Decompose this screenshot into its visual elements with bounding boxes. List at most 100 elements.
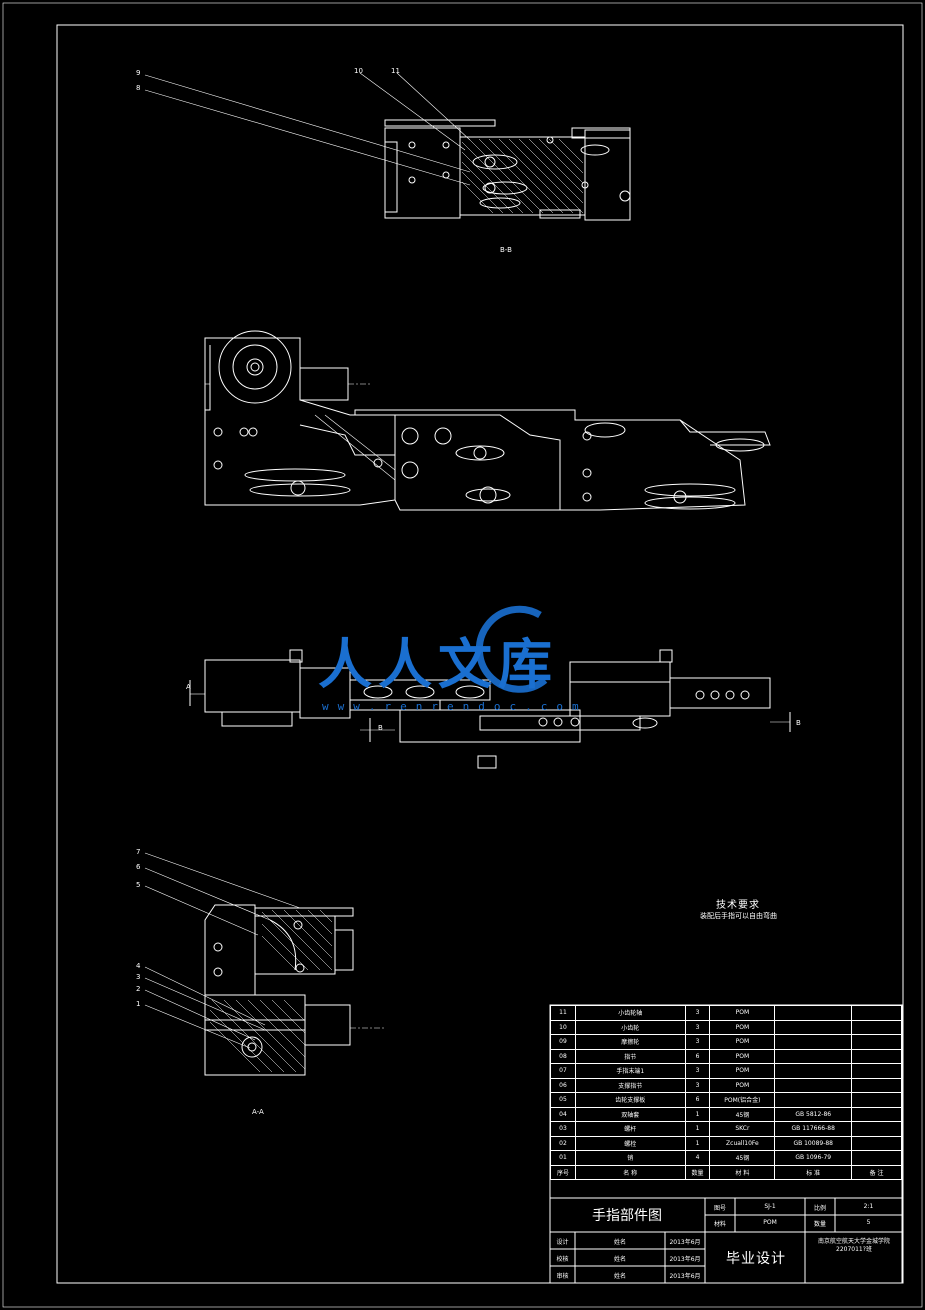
bom-header-qty: 数量 (684, 1164, 711, 1180)
bom-cell-qty: 1 (684, 1121, 711, 1137)
name-review: 姓名 (613, 1273, 626, 1280)
balloon-5: 5 (136, 881, 141, 889)
bom-cell-material: POM (709, 1034, 776, 1050)
bom-cell-note (851, 1048, 902, 1064)
bom-cell-standard (774, 1048, 853, 1064)
school-block: 南京航空航天大学金城学院 2207011?班 (806, 1238, 902, 1254)
name-design: 姓名 (613, 1239, 626, 1246)
tech-requirements-title: 技术要求 (716, 900, 760, 911)
bom-cell-no: 03 (550, 1121, 576, 1137)
bom-cell-name: 支撑指节 (574, 1077, 686, 1093)
balloon-4: 4 (136, 962, 141, 970)
bom-cell-material: POM (709, 1063, 776, 1079)
bom-cell-note (851, 1034, 902, 1050)
bom-cell-name: 指节 (574, 1048, 686, 1064)
balloon-3: 3 (136, 973, 141, 981)
date-design: 2013年6月 (669, 1239, 701, 1246)
bom-cell-no: 06 (550, 1077, 576, 1093)
bom-cell-note (851, 1106, 902, 1122)
bom-cell-no: 02 (550, 1135, 576, 1151)
section-mark-b-left: B (378, 724, 383, 732)
bom-cell-no: 07 (550, 1063, 576, 1079)
bom-cell-name: 双轴套 (574, 1106, 686, 1122)
bom-cell-no: 10 (550, 1019, 576, 1035)
view-aa (144, 852, 385, 1076)
project-label: 毕业设计 (726, 1251, 786, 1267)
name-check: 姓名 (613, 1256, 626, 1263)
balloon-9: 9 (136, 69, 141, 77)
balloon-6: 6 (136, 863, 141, 871)
bom-cell-qty: 4 (684, 1150, 711, 1166)
bom-cell-material: Zcuall10Fe (709, 1135, 776, 1151)
bom-cell-standard: GB 117666-88 (774, 1121, 853, 1137)
bom-header-note: 备 注 (851, 1164, 902, 1180)
bom-cell-no: 09 (550, 1034, 576, 1050)
bom-cell-material: POM (709, 1005, 776, 1021)
bom-cell-note (851, 1019, 902, 1035)
bom-cell-name: 手指末端1 (574, 1063, 686, 1079)
bom-cell-material: POM (709, 1077, 776, 1093)
bom-cell-name: 齿轮支撑板 (574, 1092, 686, 1108)
section-mark-b-right: B (796, 719, 801, 727)
drawing-title: 手指部件图 (592, 1208, 662, 1224)
bom-cell-material: POM (709, 1019, 776, 1035)
bom-header-row: 序号名 称数量材 料标 准备 注 (550, 1164, 902, 1180)
bom-cell-standard: GB 1096-79 (774, 1150, 853, 1166)
bom-cell-name: 销 (574, 1150, 686, 1166)
bom-cell-qty: 3 (684, 1005, 711, 1021)
view-bb (144, 72, 631, 221)
bom-cell-no: 08 (550, 1048, 576, 1064)
class-no: 2207011?班 (836, 1246, 872, 1253)
bom-cell-standard (774, 1019, 853, 1035)
bom-cell-no: 01 (550, 1150, 576, 1166)
view-label-aa: A-A (252, 1108, 264, 1116)
balloon-8: 8 (136, 84, 141, 92)
bom-cell-standard (774, 1092, 853, 1108)
bom-cell-standard: GB 10089-88 (774, 1135, 853, 1151)
tech-requirements-note: 装配后手指可以自由弯曲 (700, 912, 777, 920)
bom-cell-no: 04 (550, 1106, 576, 1122)
section-mark-a: A (186, 683, 191, 691)
bom-cell-qty: 3 (684, 1034, 711, 1050)
bom-header-standard: 标 准 (774, 1164, 853, 1180)
bom-cell-name: 小齿轮 (574, 1019, 686, 1035)
bom-cell-qty: 6 (684, 1092, 711, 1108)
bom-cell-qty: 1 (684, 1135, 711, 1151)
balloon-7: 7 (136, 848, 141, 856)
bom-header-no: 序号 (550, 1164, 576, 1180)
bom-cell-material: 45钢 (709, 1150, 776, 1166)
bom-cell-material: SKCr (709, 1121, 776, 1137)
bom-cell-note (851, 1150, 902, 1166)
role-design: 设计 (556, 1239, 569, 1246)
watermark-logo (475, 605, 548, 693)
bom-cell-note (851, 1135, 902, 1151)
bom-cell-standard: GB 5812-86 (774, 1106, 853, 1122)
date-check: 2013年6月 (669, 1256, 701, 1263)
qty-label: 数量 (813, 1221, 826, 1228)
bom-cell-name: 小齿轮轴 (574, 1005, 686, 1021)
bom-cell-name: 螺栓 (574, 1135, 686, 1151)
role-check: 校核 (556, 1256, 569, 1263)
bom-cell-standard (774, 1077, 853, 1093)
bom-cell-qty: 3 (684, 1019, 711, 1035)
bom-cell-standard (774, 1034, 853, 1050)
material-label: 材料 (713, 1221, 726, 1228)
drawing-no-label: 图号 (713, 1205, 726, 1212)
material-value: POM (763, 1219, 777, 1226)
bom-cell-no: 05 (550, 1092, 576, 1108)
balloon-1: 1 (136, 1000, 141, 1008)
bom-cell-note (851, 1077, 902, 1093)
bom-cell-qty: 3 (684, 1063, 711, 1079)
bom-cell-material: POM (709, 1048, 776, 1064)
balloon-2: 2 (136, 985, 141, 993)
bom-cell-note (851, 1063, 902, 1079)
bom-cell-material: 45钢 (709, 1106, 776, 1122)
inner-frame (56, 24, 904, 1284)
view-plan (189, 649, 791, 769)
